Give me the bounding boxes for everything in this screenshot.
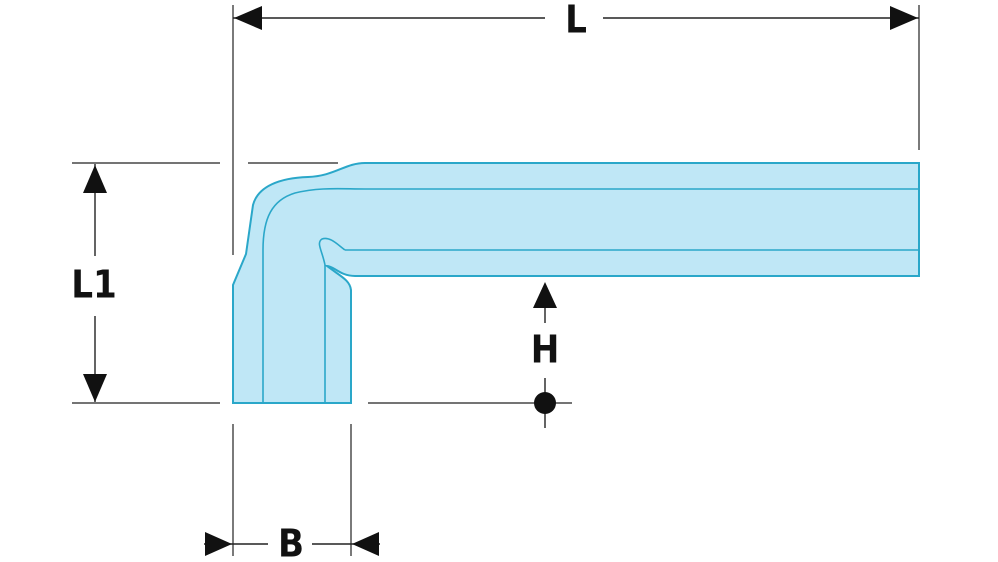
arrow-b-right [352,532,379,556]
dim-label-l: L [565,0,587,42]
dim-label-l1: L1 [71,263,117,307]
dim-label-h: H [531,328,560,372]
arrow-l-left [234,6,262,30]
h-center-point [534,392,556,414]
arrow-l1-bottom [83,374,107,402]
arrow-b-left [205,532,232,556]
dim-label-b: B [278,522,304,562]
arrow-l1-top [83,165,107,193]
wrench-body [232,162,920,404]
arrow-l-right [890,6,918,30]
wrench-inner-edge-vertical-left [262,187,366,403]
arrow-h [533,282,557,308]
wrench-inner-edge-vertical-right [318,237,346,403]
